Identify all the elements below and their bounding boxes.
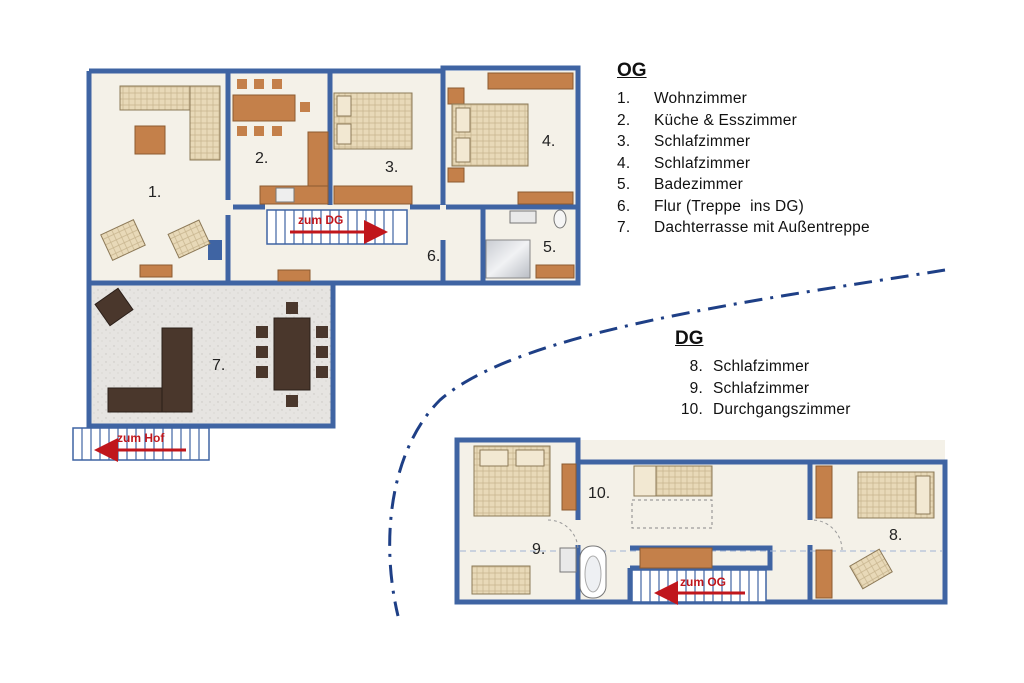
separator-curve <box>388 268 946 617</box>
og-legend: OG 1.Wohnzimmer 2.Küche & Esszimmer 3.Sc… <box>617 60 870 239</box>
bedroom-3-furniture <box>333 92 413 205</box>
room-label-8: 8. <box>889 527 902 544</box>
room-label-2: 2. <box>255 150 268 167</box>
living-room-furniture <box>100 85 221 278</box>
terrace-furniture <box>94 287 328 413</box>
stair-label-zum-hof: zum Hof <box>117 431 165 445</box>
og-item-6: 6.Flur (Treppe ins DG) <box>617 197 805 215</box>
chimney <box>208 240 222 260</box>
stair-to-dg: zum DG <box>266 209 408 282</box>
dg-item-8: 8.Schlafzimmer <box>689 358 810 375</box>
stair-label-zum-og: zum OG <box>680 575 726 589</box>
room-label-10: 10. <box>588 485 610 502</box>
bathroom-fixtures <box>485 209 575 279</box>
kitchen-furniture <box>232 79 329 205</box>
og-item-7: 7.Dachterrasse mit Außentreppe <box>617 219 870 236</box>
stair-to-og: zum OG <box>631 569 767 605</box>
bedroom-8-furniture <box>815 465 935 599</box>
og-floor: zum DG <box>72 65 581 462</box>
og-item-4: 4.Schlafzimmer <box>617 154 751 172</box>
stair-label-zum-dg: zum DG <box>298 213 343 227</box>
room-label-9: 9. <box>532 541 545 558</box>
og-item-3: 3.Schlafzimmer <box>617 133 751 150</box>
room-label-1: 1. <box>148 184 161 201</box>
dg-heading: DG <box>675 328 704 349</box>
room-label-3: 3. <box>385 159 398 176</box>
dg-room-list: 8.Schlafzimmer 9.Schlafzimmer 10.Durchga… <box>675 356 851 421</box>
dg-legend: DG 8.Schlafzimmer 9.Schlafzimmer 10.Durc… <box>675 328 851 421</box>
stair-to-yard: zum Hof <box>72 427 210 462</box>
og-item-1: 1.Wohnzimmer <box>617 90 748 107</box>
dg-item-10: 10.Durchgangszimmer <box>680 401 851 418</box>
room-10-furniture <box>631 465 713 569</box>
og-item-5: 5.Badezimmer <box>617 176 743 193</box>
room-label-6: 6. <box>427 248 440 265</box>
og-walls <box>86 65 581 429</box>
room-label-4: 4. <box>542 133 555 150</box>
og-item-2: 2.Küche & Esszimmer <box>617 111 797 129</box>
room-label-5: 5. <box>543 239 556 256</box>
dg-floor: zum OG 8. 9. 10. <box>454 437 948 605</box>
room-label-7: 7. <box>212 357 225 374</box>
bedroom-4-furniture <box>447 72 574 205</box>
dg-item-9: 9.Schlafzimmer <box>689 379 810 397</box>
og-heading: OG <box>617 60 647 81</box>
bedroom-9-furniture <box>471 445 607 599</box>
og-room-list: 1.Wohnzimmer 2.Küche & Esszimmer 3.Schla… <box>617 88 870 239</box>
